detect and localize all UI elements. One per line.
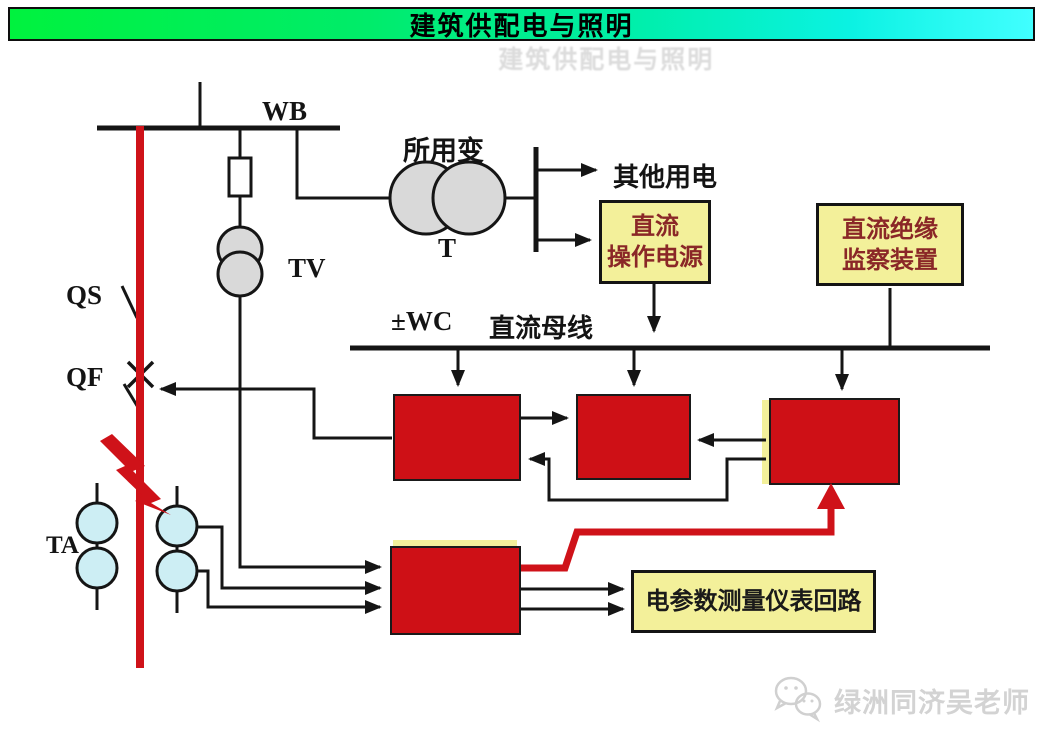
dc-operating-power-box: 直流 操作电源 [599, 200, 711, 284]
redacted-block-4 [390, 546, 521, 635]
dc-bus-name-label: 直流母线 [489, 313, 594, 343]
header-bar: 建筑供配电与照明 [8, 7, 1035, 41]
redacted-block-2 [576, 394, 691, 480]
qf-label: QF [66, 362, 104, 392]
signal-red-path [521, 497, 835, 572]
ta-ct-icon [155, 549, 199, 593]
ta-wire-2 [197, 569, 382, 614]
dc-insulation-monitor-line2: 监察装置 [842, 246, 938, 274]
trip-to-qf-arrow [159, 382, 392, 440]
redacted-block-1 [393, 394, 521, 481]
qf-breaker-icon [126, 360, 155, 389]
redacted-block-3 [769, 398, 900, 485]
ta-ct-icon [75, 501, 119, 545]
qs-label: QS [66, 280, 103, 310]
meter-circuit-label: 电参数测量仪表回路 [645, 588, 862, 615]
dc-bus-code-label: ±WC [391, 306, 453, 336]
tv-label: TV [288, 253, 326, 283]
ta-label: TA [46, 532, 79, 559]
qs-switch-icon [120, 285, 139, 319]
dc-insulation-monitor-box: 直流绝缘 监察装置 [816, 203, 964, 286]
watermark-text: 绿洲同济吴老师 [834, 687, 1030, 718]
tv-secondary-wire [238, 296, 382, 574]
t-transformer-icon [388, 160, 464, 236]
page-title: 建筑供配电与照明 [409, 10, 634, 41]
page-title-shadow: 建筑供配电与照明 [498, 46, 715, 74]
wechat-icon [774, 676, 822, 723]
station-transformer-label: 所用变 [403, 136, 484, 166]
lightning-fault-icon [100, 434, 171, 515]
wb-label: WB [262, 96, 308, 126]
tv-transformer-icon [216, 250, 264, 298]
watermark: 绿洲同济吴老师 [768, 674, 1030, 726]
ta-wire-1 [197, 525, 382, 595]
qf-blade-icon [122, 383, 144, 415]
t-feeder [295, 128, 390, 200]
ta-ct-icon [75, 546, 119, 590]
fuse-icon [227, 156, 253, 198]
t-label: T [438, 233, 457, 263]
meter-circuit-box: 电参数测量仪表回路 [631, 570, 876, 633]
t-transformer-icon [431, 160, 507, 236]
hidden-yellow-box-edge [393, 540, 517, 548]
dc-operating-power-line2: 操作电源 [607, 244, 703, 271]
signal-red-arrowhead [817, 483, 845, 509]
dc-insulation-monitor-line1: 直流绝缘 [842, 215, 938, 243]
other-loads-label: 其他用电 [613, 162, 718, 192]
ta-ct-icon [155, 504, 199, 548]
dc-operating-power-line1: 直流 [631, 213, 679, 240]
tv-transformer-icon [216, 225, 264, 273]
